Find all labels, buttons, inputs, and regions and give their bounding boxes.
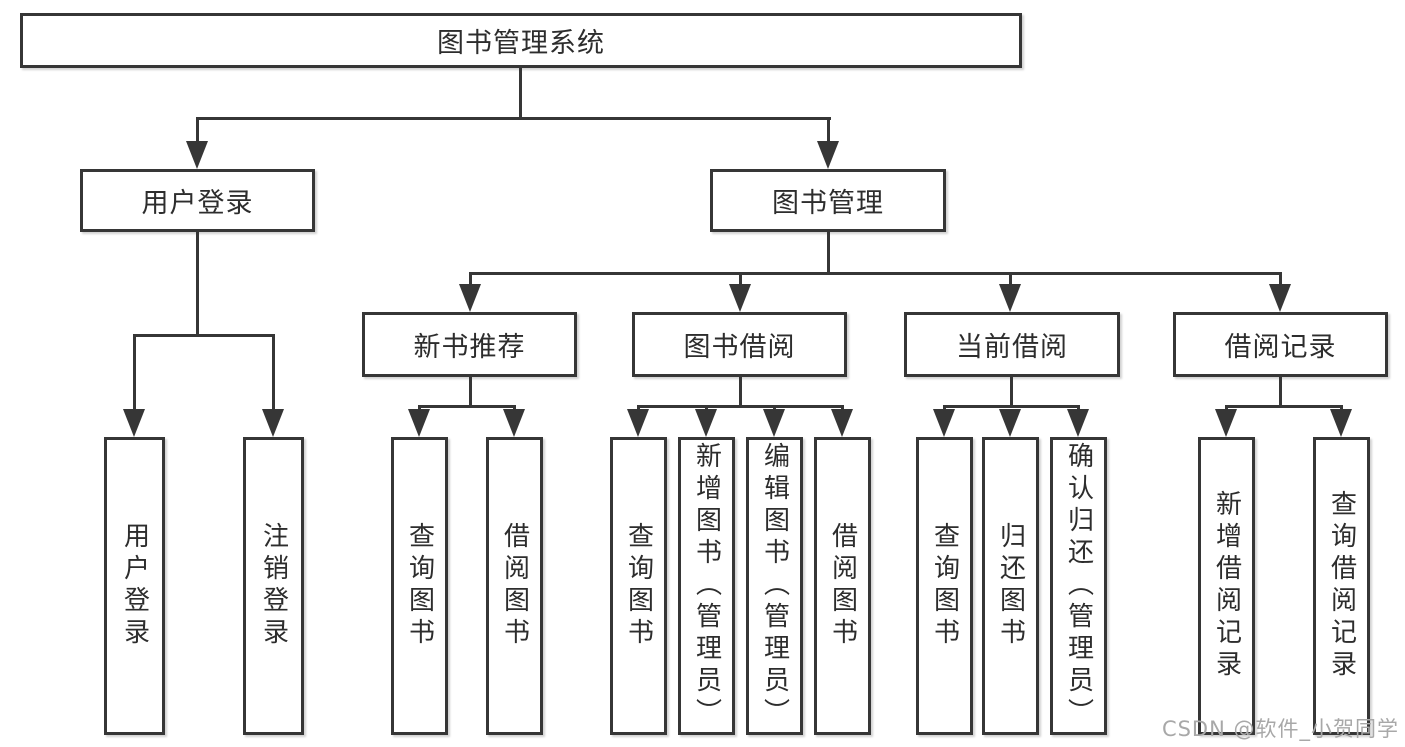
node-label: 图书管理系统: [437, 28, 605, 59]
connector-line: [773, 405, 776, 412]
connector-line: [469, 272, 1282, 275]
node-borrow-records: 借阅记录: [1173, 312, 1388, 377]
connector-line: [637, 405, 640, 412]
leaf-label: 用户登录: [119, 522, 150, 650]
node-user-login: 用户登录: [80, 169, 315, 232]
node-label: 图书管理: [772, 188, 884, 219]
leaf-label: 借阅图书: [827, 522, 858, 650]
node-label: 新书推荐: [413, 332, 526, 363]
connector-line: [827, 232, 830, 275]
arrowhead-down-icon: [408, 409, 430, 437]
arrowhead-down-icon: [999, 284, 1021, 312]
leaf-query-borrow-record: 查询借阅记录: [1313, 437, 1370, 735]
connector-line: [943, 405, 946, 412]
connector-line: [519, 68, 522, 118]
leaf-confirm-return-admin: 确认归还（管理员）: [1050, 437, 1107, 735]
leaf-query-books: 查询图书: [610, 437, 667, 735]
connector-line: [196, 117, 831, 120]
arrowhead-down-icon: [1269, 284, 1291, 312]
connector-line: [841, 405, 844, 412]
connector-line: [1009, 272, 1012, 287]
leaf-label: 确认归还（管理员）: [1063, 442, 1094, 730]
leaf-user-login: 用户登录: [104, 437, 165, 735]
arrowhead-down-icon: [1215, 409, 1237, 437]
connector-line: [469, 377, 472, 408]
connector-line: [418, 405, 516, 408]
connector-line: [196, 117, 199, 145]
connector-line: [739, 272, 742, 287]
node-new-book-recommend: 新书推荐: [362, 312, 577, 377]
node-label: 当前借阅: [956, 332, 1068, 363]
arrowhead-down-icon: [695, 409, 717, 437]
arrowhead-down-icon: [262, 409, 284, 437]
leaf-label: 归还图书: [995, 522, 1026, 650]
connector-line: [827, 117, 830, 145]
leaf-label: 查询借阅记录: [1326, 490, 1357, 682]
node-label: 用户登录: [141, 188, 254, 219]
leaf-add-book-admin: 新增图书（管理员）: [678, 437, 735, 735]
arrowhead-down-icon: [817, 141, 839, 169]
leaf-borrow-books: 借阅图书: [814, 437, 871, 735]
arrowhead-down-icon: [503, 409, 525, 437]
leaf-return-book: 归还图书: [982, 437, 1039, 735]
node-label: 借阅记录: [1224, 332, 1337, 363]
leaf-label: 新增图书（管理员）: [691, 442, 722, 730]
connector-line: [705, 405, 708, 412]
node-library-management-system: 图书管理系统: [20, 13, 1022, 68]
leaf-query-books: 查询图书: [916, 437, 973, 735]
arrowhead-down-icon: [999, 409, 1021, 437]
arrowhead-down-icon: [627, 409, 649, 437]
arrowhead-down-icon: [186, 141, 208, 169]
node-book-management: 图书管理: [710, 169, 946, 232]
leaf-label: 借阅图书: [499, 522, 530, 650]
connector-line: [943, 405, 1080, 408]
connector-line: [1010, 377, 1013, 408]
leaf-add-borrow-record: 新增借阅记录: [1198, 437, 1255, 735]
connector-line: [513, 405, 516, 412]
connector-line: [1340, 405, 1343, 412]
connector-line: [1279, 272, 1282, 287]
connector-line: [133, 334, 136, 412]
connector-line: [1225, 405, 1228, 412]
arrowhead-down-icon: [831, 409, 853, 437]
node-book-borrow: 图书借阅: [632, 312, 847, 377]
connector-line: [133, 334, 275, 337]
connector-line: [418, 405, 421, 412]
leaf-logout: 注销登录: [243, 437, 304, 735]
arrowhead-down-icon: [1067, 409, 1089, 437]
leaf-query-books: 查询图书: [391, 437, 448, 735]
leaf-borrow-books: 借阅图书: [486, 437, 543, 735]
connector-line: [469, 272, 472, 287]
connector-line: [1077, 405, 1080, 412]
node-current-borrow: 当前借阅: [904, 312, 1120, 377]
arrowhead-down-icon: [123, 409, 145, 437]
arrowhead-down-icon: [933, 409, 955, 437]
connector-line: [272, 334, 275, 412]
arrowhead-down-icon: [729, 284, 751, 312]
connector-line: [637, 405, 844, 408]
connector-line: [1279, 377, 1282, 408]
leaf-label: 查询图书: [404, 522, 435, 650]
arrowhead-down-icon: [1330, 409, 1352, 437]
connector-line: [196, 232, 199, 337]
leaf-label: 新增借阅记录: [1211, 490, 1242, 682]
csdn-watermark: CSDN @软件_小贺同学: [1161, 717, 1399, 741]
node-label: 图书借阅: [683, 332, 796, 363]
arrowhead-down-icon: [459, 284, 481, 312]
leaf-label: 注销登录: [258, 522, 289, 650]
leaf-label: 查询图书: [623, 522, 654, 650]
leaf-label: 查询图书: [929, 522, 960, 650]
arrowhead-down-icon: [763, 409, 785, 437]
leaf-label: 编辑图书（管理员）: [759, 442, 790, 730]
connector-line: [1225, 405, 1343, 408]
leaf-edit-book-admin: 编辑图书（管理员）: [746, 437, 803, 735]
connector-line: [739, 377, 742, 408]
